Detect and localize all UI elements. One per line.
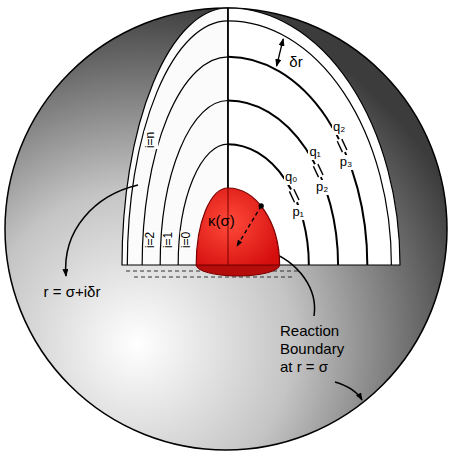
boundary-dot bbox=[259, 203, 264, 208]
sphere-wedge bbox=[196, 188, 279, 265]
node-label: κ(σ) bbox=[208, 212, 235, 229]
split-line bbox=[294, 189, 299, 200]
arc-gaps bbox=[291, 139, 345, 202]
split-line bbox=[337, 141, 342, 152]
reaction-sphere bbox=[196, 188, 280, 280]
index-label: i=0 bbox=[181, 231, 195, 249]
flux-label: p₃ bbox=[339, 155, 354, 170]
flux-label: p₂ bbox=[315, 180, 329, 195]
dimension-label: δr bbox=[288, 53, 303, 70]
index-label: i=1 bbox=[162, 231, 176, 249]
leader-arrow bbox=[66, 185, 138, 276]
flux-label: q₁ bbox=[308, 145, 322, 160]
split-line bbox=[318, 164, 323, 175]
delta-arrow bbox=[277, 39, 284, 66]
formula-label: r = σ+iδr bbox=[44, 283, 101, 300]
boundary-label: Reaction Boundary at r = σ bbox=[280, 322, 358, 376]
flux-label: q₀ bbox=[284, 170, 299, 185]
split-line bbox=[313, 166, 318, 177]
sphere-base bbox=[196, 265, 279, 276]
split-line bbox=[342, 139, 347, 150]
index-label: i=n bbox=[144, 131, 158, 149]
leader-arrow bbox=[335, 382, 362, 400]
outer-sphere bbox=[5, 8, 447, 450]
radius-arrow bbox=[237, 206, 261, 246]
floor-line bbox=[134, 277, 292, 278]
index-label: i=2 bbox=[144, 231, 158, 249]
flux-label: p₁ bbox=[291, 205, 305, 220]
split-line bbox=[289, 191, 294, 202]
flux-label: q₂ bbox=[332, 120, 346, 135]
reaction-region: κ(σ) bbox=[196, 188, 280, 280]
